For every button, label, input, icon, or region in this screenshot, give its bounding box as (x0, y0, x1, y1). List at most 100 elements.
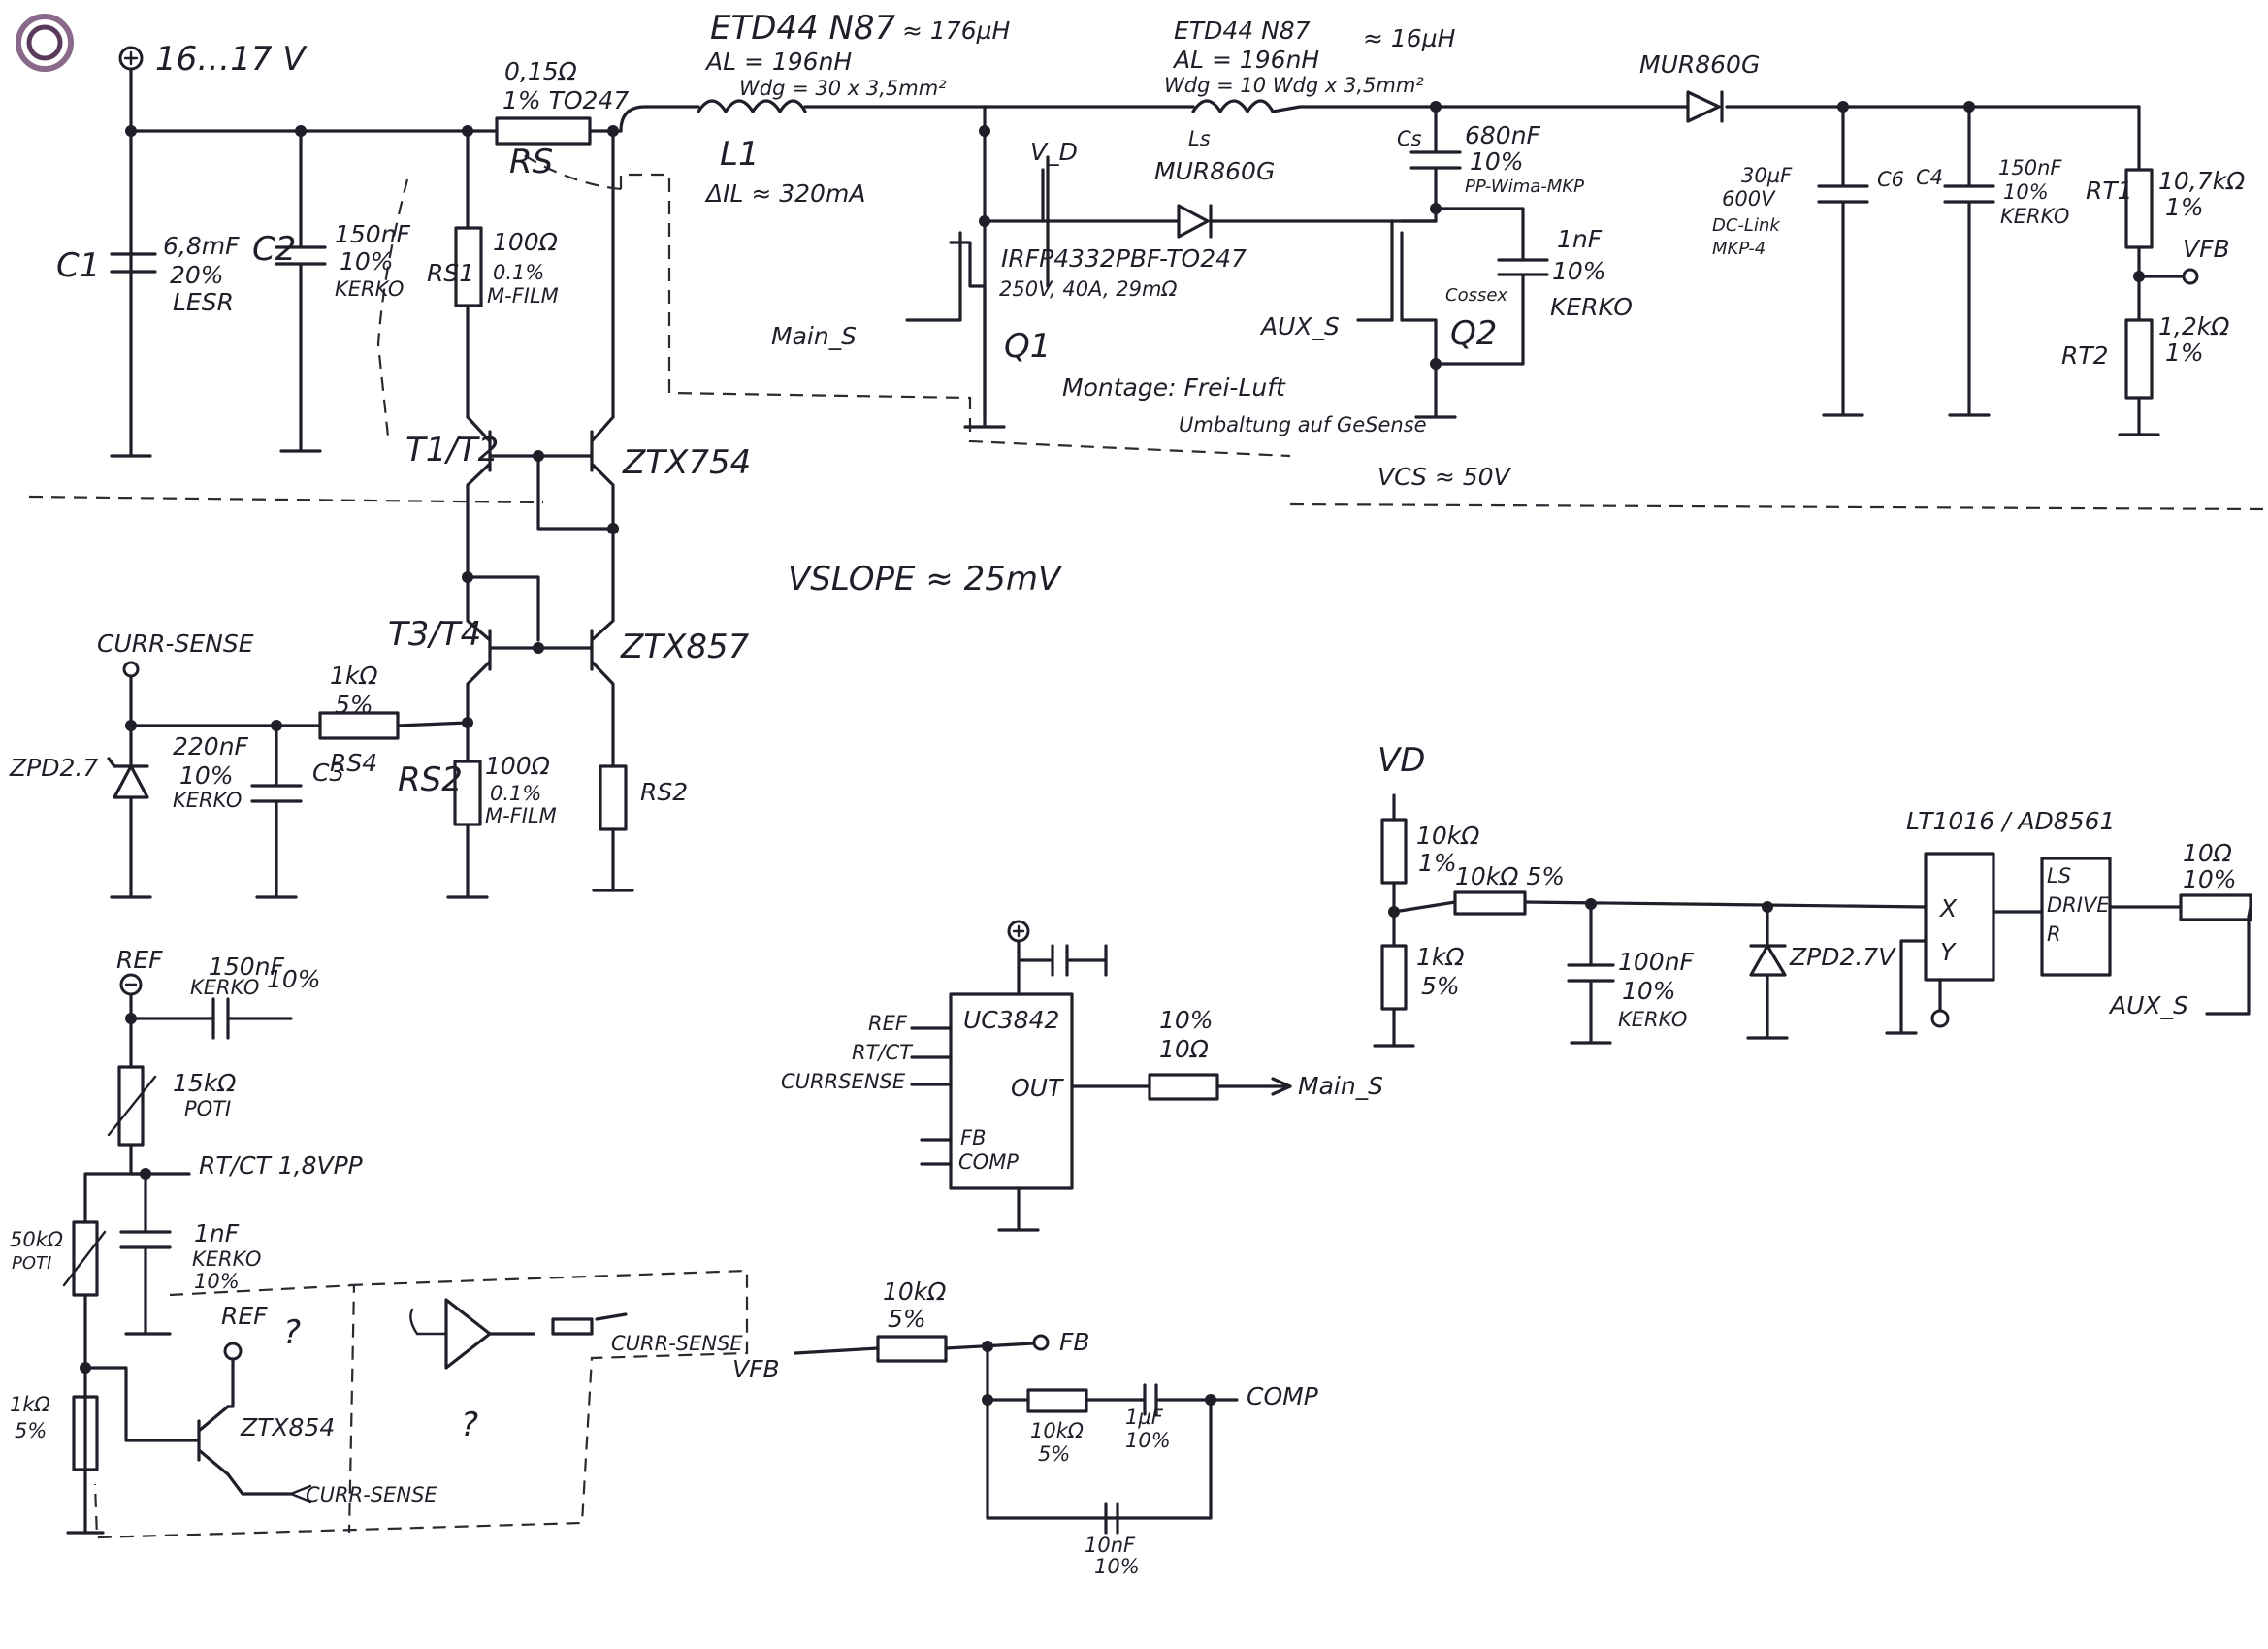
ic-name: UC3842 (963, 1006, 1059, 1034)
cref-value: 150nF (209, 953, 285, 981)
rs2-name: RS2 (398, 760, 463, 799)
ic-pin-comp: COMP (958, 1150, 1019, 1174)
aux-c-tol: 10% (1622, 977, 1676, 1005)
coss-value: 1nF (1557, 225, 1603, 253)
aux-r1-value: 10kΩ (1416, 822, 1479, 850)
rs1-tol: 0.1% (493, 261, 544, 284)
rs2-tol: 0.1% (490, 782, 541, 805)
cs-value: 680nF (1465, 121, 1541, 149)
uc3842-stage (910, 920, 1292, 1232)
rt2-tol: 1% (2165, 339, 2204, 367)
ic-pin-ref: REF (868, 1012, 908, 1035)
ic-pin-fb: FB (960, 1126, 987, 1149)
rt1-name: RT1 (2086, 177, 2133, 205)
l1-name: L1 (720, 135, 760, 174)
fb-node: FB (1059, 1328, 1090, 1356)
cs-type: PP-Wima-MKP (1465, 177, 1584, 197)
c1-name: C1 (56, 246, 100, 285)
fb-c2-value: 10nF (1085, 1534, 1136, 1557)
zpd-label: ZPD2.7 (9, 754, 98, 782)
aux-x: X (1938, 894, 1958, 922)
sense-stage (28, 178, 2268, 899)
fb-c-value: 1µF (1125, 1406, 1164, 1429)
labels: 16…17 V C1 6,8mF 20% LESR C2 150nF 10% K… (9, 9, 2245, 1578)
ls-al: AL = 196nH (1172, 46, 1319, 74)
poti2-type: POTI (12, 1253, 51, 1274)
cs-tol: 10% (1470, 147, 1524, 176)
aux-y: Y (1940, 938, 1957, 966)
feedback-stage (794, 1334, 1239, 1535)
t12-part: ZTX754 (622, 443, 751, 482)
aux-auxs: AUX_S (2108, 991, 2188, 1019)
rt2-value: 1,2kΩ (2158, 312, 2229, 340)
fb-rin-value: 10kΩ (883, 1277, 946, 1306)
ztx854-label: ZTX854 (240, 1413, 335, 1441)
c6-type2: MKP-4 (1712, 239, 1766, 259)
rs4-name: RS4 (330, 749, 377, 777)
fb-vfb: VFB (732, 1355, 780, 1383)
aux-vd: VD (1377, 741, 1425, 780)
rs4-tol: 5% (335, 691, 373, 719)
fb-comp: COMP (1247, 1382, 1319, 1410)
poti1-value: 15kΩ (173, 1069, 236, 1097)
aux-r3-value: 1kΩ (1416, 943, 1465, 971)
t34-label: T3/T4 (388, 615, 481, 654)
c6-value: 30µF (1741, 164, 1793, 187)
ct-value: 1nF (194, 1219, 240, 1247)
fb-c2-tol: 10% (1094, 1555, 1140, 1578)
c2-value: 150nF (335, 220, 411, 248)
l1-ripple: ΔIL ≈ 320mA (704, 179, 865, 208)
ls-wdg: Wdg = 10 Wdg x 3,5mm² (1164, 74, 1424, 97)
c3-tol: 10% (179, 761, 234, 790)
d1-label: MUR860G (1639, 50, 1760, 79)
aux-c-type: KERKO (1618, 1008, 1687, 1031)
l1-ind: ≈ 176µH (902, 16, 1011, 45)
c4-name: C4 (1916, 166, 1943, 189)
c2-tol: 10% (340, 247, 394, 275)
mains-net: Main_S (1298, 1072, 1383, 1100)
ref2-label: REF (221, 1302, 268, 1330)
coss-type: KERKO (1550, 293, 1633, 321)
vcs-label: VCS ≈ 50V (1377, 463, 1512, 491)
l1-core: ETD44 N87 (710, 9, 896, 48)
c3-value: 220nF (173, 732, 249, 760)
curr-sense-out: CURR-SENSE (306, 1483, 437, 1506)
c1-value: 6,8mF (163, 232, 240, 260)
ls-ind: ≈ 16µH (1363, 24, 1456, 52)
curr-sense-box: CURR-SENSE (611, 1332, 743, 1355)
c4-value: 150nF (1998, 156, 2062, 179)
rs-value: 0,15Ω (504, 57, 577, 85)
c3-type: KERKO (173, 789, 242, 812)
aux-drv-1: LS (2047, 864, 2071, 888)
aux-ic: LT1016 / AD8561 (1906, 807, 2115, 835)
ls-name: Ls (1188, 127, 1211, 150)
ls-core: ETD44 N87 (1174, 16, 1311, 45)
fb-rin-tol: 5% (888, 1305, 926, 1333)
l1-al: AL = 196nH (704, 48, 852, 76)
aux-zpd: ZPD2.7V (1789, 943, 1896, 971)
rs-spec: 1% TO247 (502, 86, 629, 114)
fb-r-value: 10kΩ (1030, 1419, 1084, 1442)
vslope-label: VSLOPE ≈ 25mV (788, 560, 1063, 598)
aux-drv-3: R (2047, 922, 2061, 946)
q1-gate: Main_S (771, 322, 857, 350)
cref-type: KERKO (190, 976, 259, 999)
q2-gate: AUX_S (1259, 312, 1340, 340)
ref-label: REF (116, 946, 163, 974)
q2-name: Q2 (1450, 314, 1497, 353)
c3-name: C3 (312, 759, 344, 787)
c2-type: KERKO (335, 277, 404, 301)
ct-type: KERKO (192, 1247, 261, 1271)
d2-label: MUR860G (1154, 157, 1275, 185)
rt1-tol: 1% (2165, 193, 2204, 221)
c6-name: C6 (1877, 168, 1904, 191)
rs1-type: M-FILM (487, 284, 559, 307)
q1-spec: 250V, 40A, 29mΩ (999, 277, 1177, 301)
curr-sense-label: CURR-SENSE (97, 630, 254, 658)
aux-driver-stage (1373, 793, 2252, 1048)
unknown-1: ? (283, 1313, 301, 1352)
l1-wdg: Wdg = 30 x 3,5mm² (739, 77, 947, 100)
rs-name: RS (509, 143, 553, 181)
montage-note: Montage: Frei-Luft (1062, 373, 1286, 402)
